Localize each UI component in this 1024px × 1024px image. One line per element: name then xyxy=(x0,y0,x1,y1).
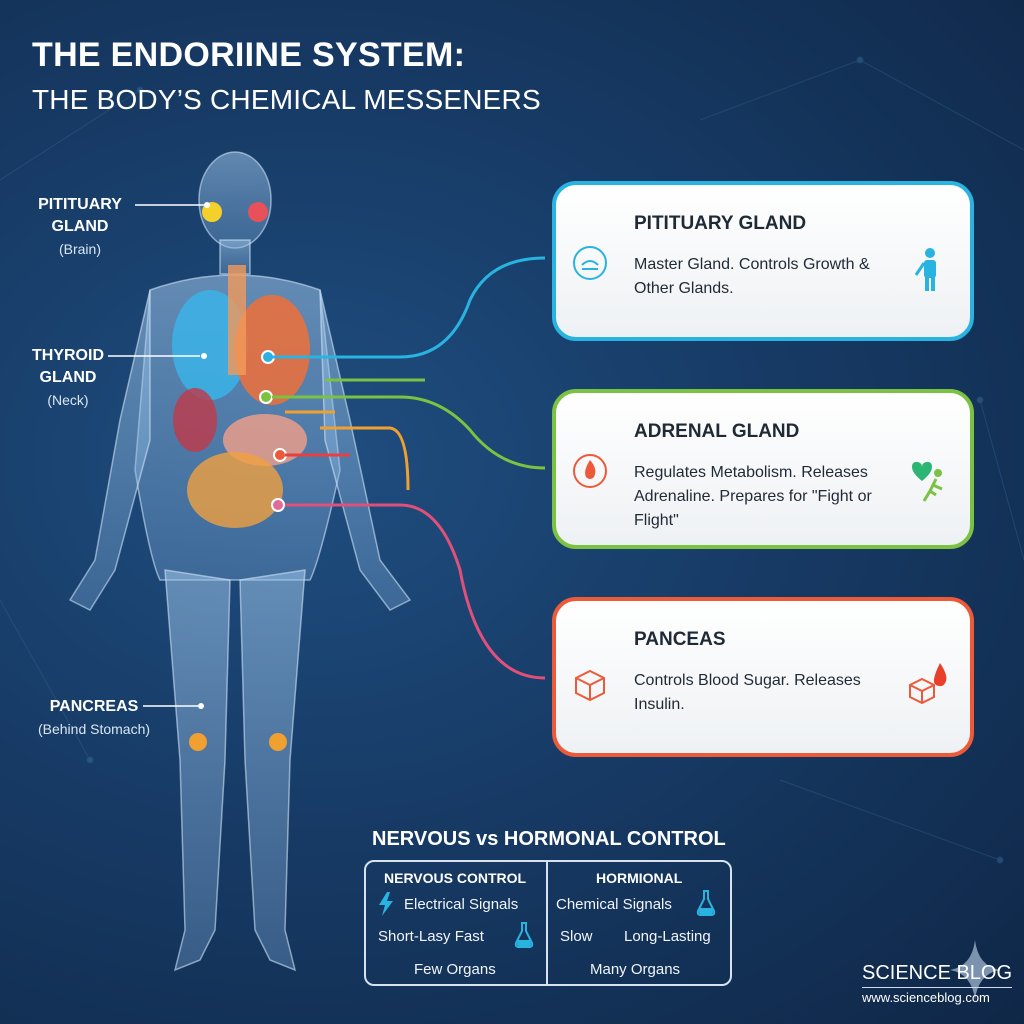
human-body-illustration xyxy=(68,151,412,972)
label-name: PITITUARY GLAND xyxy=(38,196,122,235)
lightning-icon xyxy=(379,892,393,916)
hormonal-row: Slow xyxy=(560,928,593,945)
label-thyroid: THYROID GLAND (Neck) xyxy=(20,345,116,411)
label-location: (Neck) xyxy=(47,392,89,408)
nervous-header: NERVOUS CONTROL xyxy=(384,870,527,886)
label-pituitary: PITITUARY GLAND (Brain) xyxy=(18,194,142,260)
brand-url[interactable]: www.scienceblog.com xyxy=(862,990,990,1005)
nervous-row: Few Organs xyxy=(414,961,496,978)
card-adrenal: ADRENAL GLAND Regulates Metabolism. Rele… xyxy=(552,389,974,549)
brain-scan-icon xyxy=(573,246,607,280)
label-name: PANCREAS xyxy=(49,698,139,715)
card-text: Master Gland. Controls Growth & Other Gl… xyxy=(634,256,870,297)
table-divider xyxy=(546,862,548,986)
card-title: PITITUARY GLAND xyxy=(634,213,807,234)
blood-drop-cube-icon xyxy=(909,663,947,705)
label-pancreas: PANCREAS (Behind Stomach) xyxy=(24,696,164,740)
label-location: (Behind Stomach) xyxy=(37,721,151,737)
hormonal-row: Long-Lasting xyxy=(624,928,711,945)
nervous-row: Electrical Signals xyxy=(404,896,519,913)
hormonal-row: Chemical Signals xyxy=(556,896,672,913)
heart-runner-icon xyxy=(912,461,943,502)
comparison-title: NERVOUS vs HORMONAL CONTROL xyxy=(372,828,726,850)
sugar-cube-icon xyxy=(575,669,605,702)
flame-icon xyxy=(573,454,607,488)
card-title: PANCEAS xyxy=(634,629,726,650)
brand-name: SCIENCE BLOG xyxy=(862,962,1013,988)
flask-icon xyxy=(696,890,716,916)
comparison-table: NERVOUS CONTROL Electrical Signals Short… xyxy=(364,860,732,986)
nervous-row: Short-Lasy Fast xyxy=(378,928,484,945)
card-pancreas: PANCEAS Controls Blood Sugar. Releases I… xyxy=(552,597,974,757)
label-location: (Brain) xyxy=(58,241,101,257)
card-title: ADRENAL GLAND xyxy=(634,421,800,442)
page-subtitle: THE BODY’S CHEMICAL MESSENERS xyxy=(32,84,541,115)
label-name: THYROID GLAND xyxy=(32,347,104,386)
hormonal-header: HORMIONAL xyxy=(596,870,683,886)
card-text: Controls Blood Sugar. Releases Insulin. xyxy=(634,672,861,713)
person-icon xyxy=(914,248,936,291)
star-sparkle-icon xyxy=(950,940,1000,1000)
card-pituitary: PITITUARY GLAND Master Gland. Controls G… xyxy=(552,181,974,341)
page-title: THE ENDORIINE SYSTEM: xyxy=(32,36,466,74)
flask-icon xyxy=(514,922,534,948)
card-text: Regulates Metabolism. Releases Adrenalin… xyxy=(634,464,872,529)
hormonal-row: Many Organs xyxy=(590,961,681,978)
